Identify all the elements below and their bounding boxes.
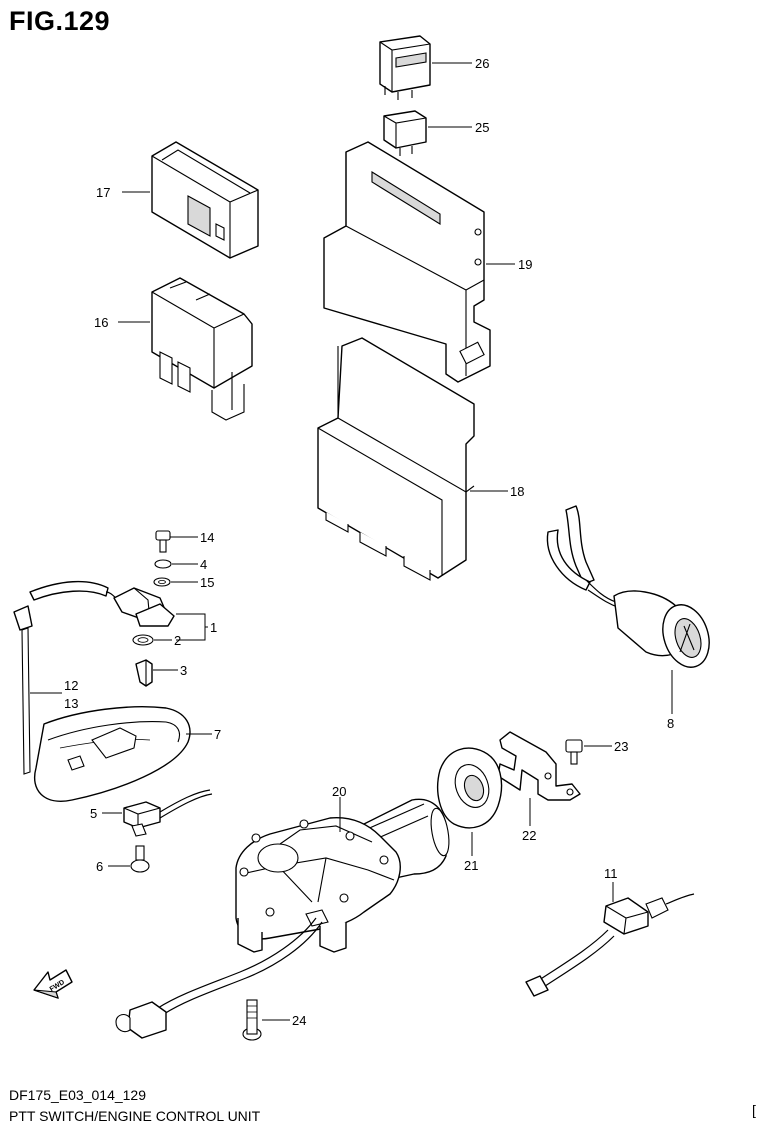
part-7-cover[interactable] xyxy=(34,706,191,802)
callout-3: 3 xyxy=(180,663,187,678)
figure-title: FIG.129 xyxy=(9,6,111,36)
part-4-washer[interactable] xyxy=(154,559,172,569)
part-20-ptt-motor[interactable] xyxy=(235,798,452,953)
callout-23: 23 xyxy=(614,739,628,754)
part-22-bracket[interactable] xyxy=(497,731,581,801)
callout-1: 1 xyxy=(210,620,217,635)
part-3-clip[interactable] xyxy=(135,659,153,687)
callout-13: 13 xyxy=(64,696,78,711)
callout-20: 20 xyxy=(332,784,346,799)
callout-11: 11 xyxy=(604,866,618,881)
part-6-screw[interactable] xyxy=(130,845,150,873)
callout-4: 4 xyxy=(200,557,207,572)
callout-16: 16 xyxy=(94,315,108,330)
part-5-switch[interactable] xyxy=(123,789,213,837)
callout-26: 26 xyxy=(475,56,489,71)
callout-8: 8 xyxy=(667,716,674,731)
callout-2: 2 xyxy=(174,633,181,648)
part-16-module[interactable] xyxy=(151,277,253,421)
part-11-harness[interactable] xyxy=(525,893,695,997)
callout-21: 21 xyxy=(464,858,478,873)
figure-name: PTT SWITCH/ENGINE CONTROL UNIT xyxy=(9,1108,261,1124)
part-2-oring[interactable] xyxy=(132,634,154,646)
part-1-trim-sender[interactable] xyxy=(29,580,175,627)
part-15-washer[interactable] xyxy=(153,577,171,587)
figure-code: DF175_E03_014_129 xyxy=(9,1087,147,1103)
callout-7: 7 xyxy=(214,727,221,742)
part-18-ecu[interactable] xyxy=(317,337,475,581)
part-14-bolt[interactable] xyxy=(155,530,171,553)
part-17-cover[interactable] xyxy=(151,141,259,259)
callout-24: 24 xyxy=(292,1013,306,1028)
callout-17: 17 xyxy=(96,185,110,200)
callout-18: 18 xyxy=(510,484,524,499)
callout-22: 22 xyxy=(522,828,536,843)
callout-12: 12 xyxy=(64,678,78,693)
part-21-rubber-mount[interactable] xyxy=(436,747,503,829)
part-26-relay[interactable] xyxy=(379,35,431,100)
part-25-relay[interactable] xyxy=(383,110,427,156)
ptt-motor-harness[interactable] xyxy=(115,917,323,1039)
part-24-bolt[interactable] xyxy=(242,999,262,1041)
callout-5: 5 xyxy=(90,806,97,821)
fwd-direction-arrow: FWD xyxy=(33,969,73,999)
callout-6: 6 xyxy=(96,859,103,874)
part-12-13-cable-tie[interactable] xyxy=(13,605,33,775)
callout-19: 19 xyxy=(518,257,532,272)
part-19-ecu-cover[interactable] xyxy=(323,141,491,383)
part-8-switch[interactable] xyxy=(546,505,716,673)
part-23-bolt[interactable] xyxy=(565,739,583,765)
edge-mark: [ xyxy=(752,1102,756,1118)
callout-25: 25 xyxy=(475,120,489,135)
callout-14: 14 xyxy=(200,530,214,545)
callout-15: 15 xyxy=(200,575,214,590)
